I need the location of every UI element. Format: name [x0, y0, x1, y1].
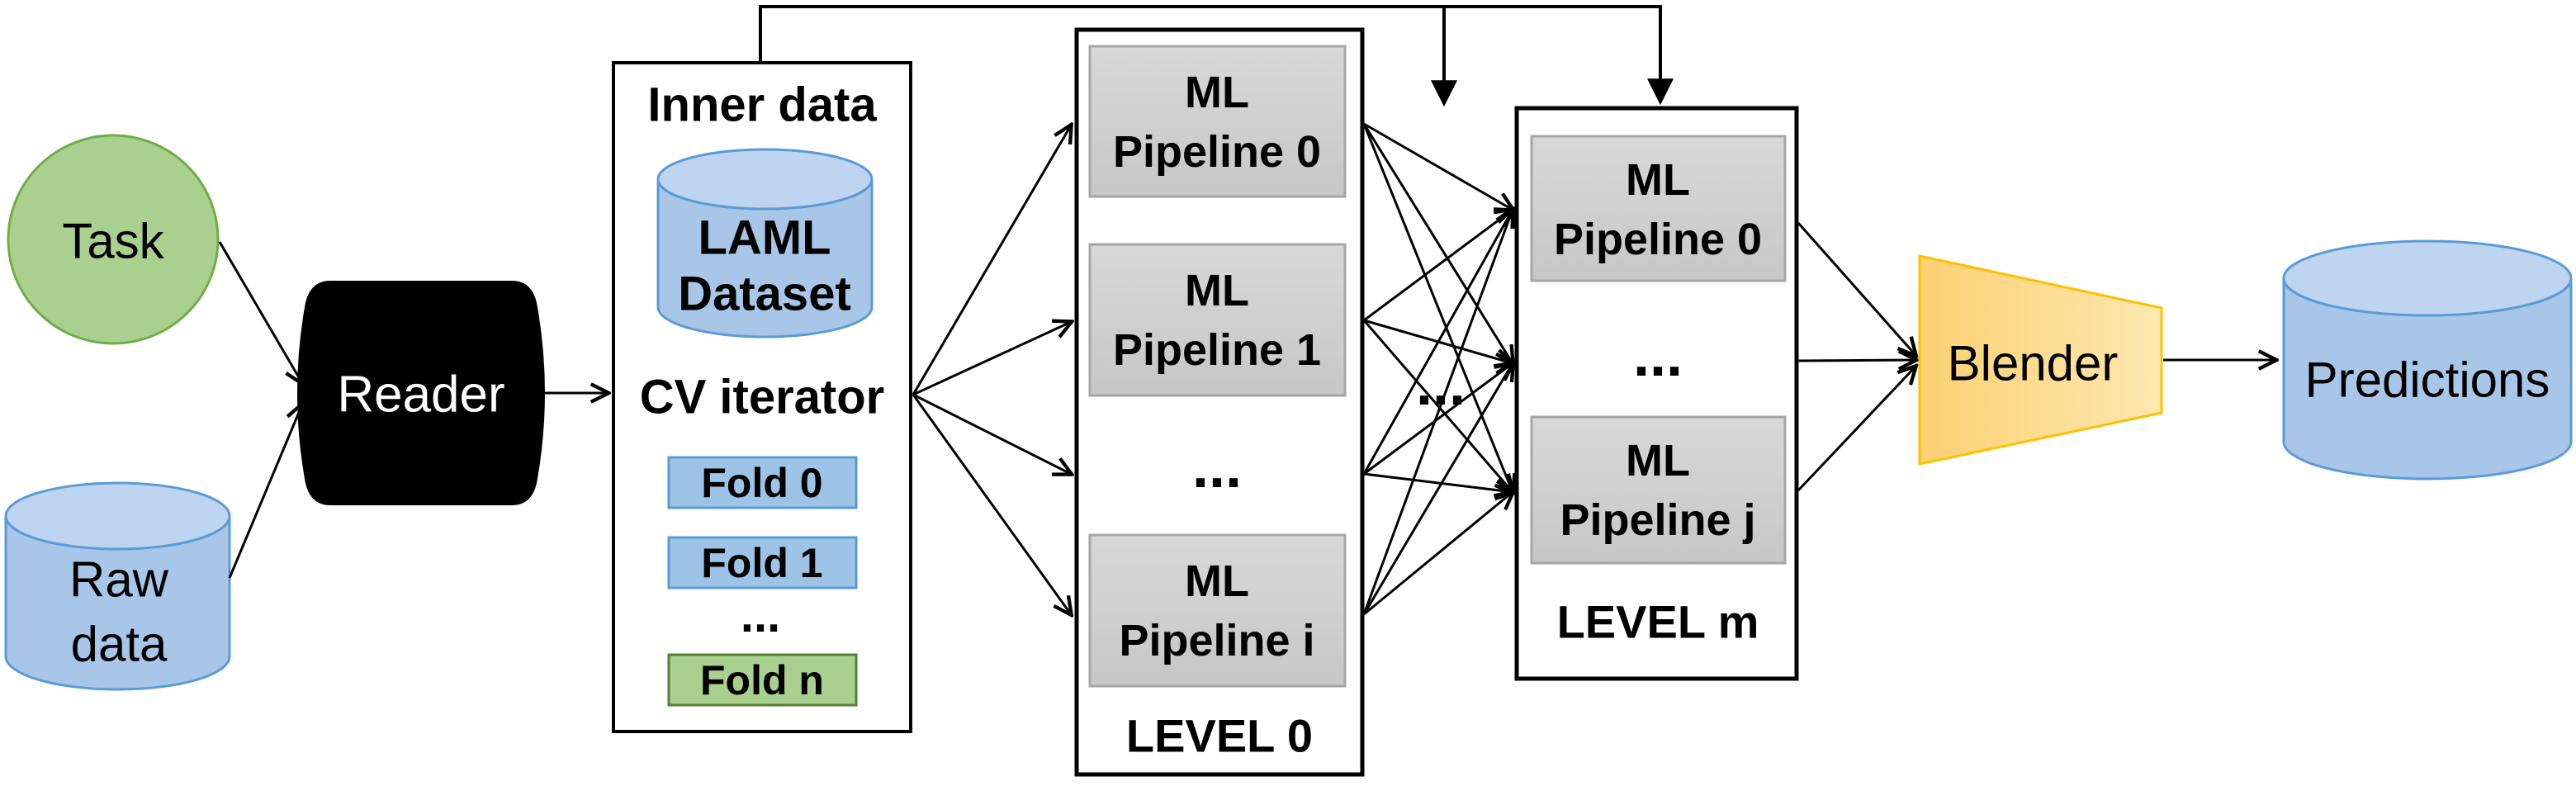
blender-label: Blender: [1948, 336, 2119, 391]
levelm-ellipsis: ...: [1633, 323, 1683, 389]
laml-dataset-label-line1: LAML: [698, 211, 831, 265]
fold-0-box: [667, 456, 858, 509]
inner-data-to-levels-feed-line: [759, 5, 1674, 107]
task-label: Task: [62, 214, 164, 269]
level0-ml-pipeline-i-box: [1088, 533, 1347, 688]
level0-pipeline1-line2: Pipeline 1: [1113, 325, 1321, 375]
raw-data-node: Raw data: [4, 481, 231, 691]
predictions-cylinder-top: [2282, 239, 2573, 317]
level0-ml-pipeline-1-box: [1088, 243, 1347, 397]
inner-data-title: Inner data: [647, 78, 877, 132]
task-node: Task: [7, 134, 220, 345]
fold-1-box: [667, 536, 858, 590]
levelm-to-blender-arrows: [1797, 222, 1915, 492]
reader-node: Reader: [297, 281, 545, 505]
reader-label: Reader: [337, 367, 504, 424]
arrow-l0p0-lm-pj: [1362, 123, 1513, 492]
arrow-l0dots-lm-dots: [1363, 363, 1513, 476]
arrow-l0p1-lm-pj: [1362, 320, 1513, 492]
fold-n-box: [667, 653, 858, 707]
levelm-pipelinej-line1: ML: [1626, 436, 1690, 485]
arrow-lmpj-blender: [1797, 367, 1915, 492]
arrow-rawdata-to-reader: [228, 405, 302, 579]
folds-ellipsis: ...: [741, 589, 780, 642]
levelm-ml-pipeline-0-box: [1530, 135, 1787, 282]
raw-data-label-line1: Raw: [69, 552, 169, 608]
levelm-pipeline0-line1: ML: [1626, 155, 1690, 205]
level0-pipeline1-line1: ML: [1185, 266, 1249, 315]
level-m-label: LEVEL m: [1557, 596, 1759, 648]
level0-pipelinei-line1: ML: [1185, 556, 1249, 606]
laml-dataset-cylinder-top: [656, 148, 874, 211]
level0-pipeline0-line1: ML: [1185, 68, 1249, 117]
levelm-ml-pipeline-j-box: [1530, 415, 1787, 565]
raw-data-label-line2: data: [71, 617, 168, 672]
arrow-l0p1-lm-p0: [1363, 210, 1513, 322]
raw-data-cylinder-top: [4, 481, 231, 551]
level-0-label: LEVEL 0: [1126, 710, 1313, 762]
reader-shape: [297, 281, 545, 505]
arrow-task-to-reader: [218, 241, 302, 383]
predictions-label: Predictions: [2305, 353, 2550, 408]
predictions-node: Predictions: [2282, 239, 2573, 481]
arrow-l0dots-lm-p0: [1362, 210, 1513, 475]
arrow-lmp0-blender: [1797, 222, 1915, 355]
fold-0-label: Fold 0: [701, 460, 822, 506]
fold-1-label: Fold 1: [701, 540, 822, 586]
arrow-lmdots-blender: [1797, 360, 1915, 361]
arrow-l0p0-lm-dots: [1362, 123, 1513, 363]
laml-dataset-label-line2: Dataset: [678, 268, 851, 321]
arrow-l0p0-lm-p0: [1363, 122, 1513, 210]
blender-shape: [1918, 254, 2163, 466]
task-circle: [7, 134, 220, 345]
input-arrows: [218, 241, 608, 579]
arrow-cv-to-pipelinei: [912, 394, 1071, 614]
levels-gap-ellipsis: ...: [1416, 352, 1466, 418]
arrow-l0pi-lm-dots: [1362, 363, 1513, 615]
levelm-pipeline0-line2: Pipeline 0: [1554, 215, 1762, 264]
feed-line-main: [759, 5, 1674, 106]
cv-iterator-fan-arrows: [912, 125, 1071, 614]
arrow-l0pi-lm-pj: [1363, 492, 1513, 616]
level-m-box: ML Pipeline 0 ... ML Pipeline j LEVEL m: [1514, 106, 1799, 681]
inner-data-box: Inner data LAML Dataset CV iterator Fold…: [612, 61, 912, 733]
levelm-pipelinej-line2: Pipeline j: [1560, 495, 1755, 545]
level-0-box: ML Pipeline 0 ML Pipeline 1 ... ML Pipel…: [1074, 27, 1365, 777]
level0-to-levelm-arrows: ...: [1362, 122, 1513, 616]
arrow-cv-to-pipeline0: [912, 125, 1071, 395]
level0-ellipsis: ...: [1192, 434, 1242, 500]
arrow-l0pi-lm-p0: [1362, 210, 1513, 615]
level0-ml-pipeline-0-box: [1088, 45, 1347, 198]
arrow-cv-to-pipeline1: [912, 322, 1071, 396]
arrow-l0dots-lm-pj: [1363, 472, 1513, 492]
cv-iterator-label: CV iterator: [640, 371, 885, 424]
arrow-cv-to-dots: [912, 393, 1071, 474]
blender-node: Blender: [1918, 254, 2163, 466]
level0-pipelinei-line2: Pipeline i: [1119, 616, 1314, 665]
fold-n-label: Fold n: [700, 657, 824, 703]
level0-pipeline0-line2: Pipeline 0: [1113, 127, 1321, 177]
